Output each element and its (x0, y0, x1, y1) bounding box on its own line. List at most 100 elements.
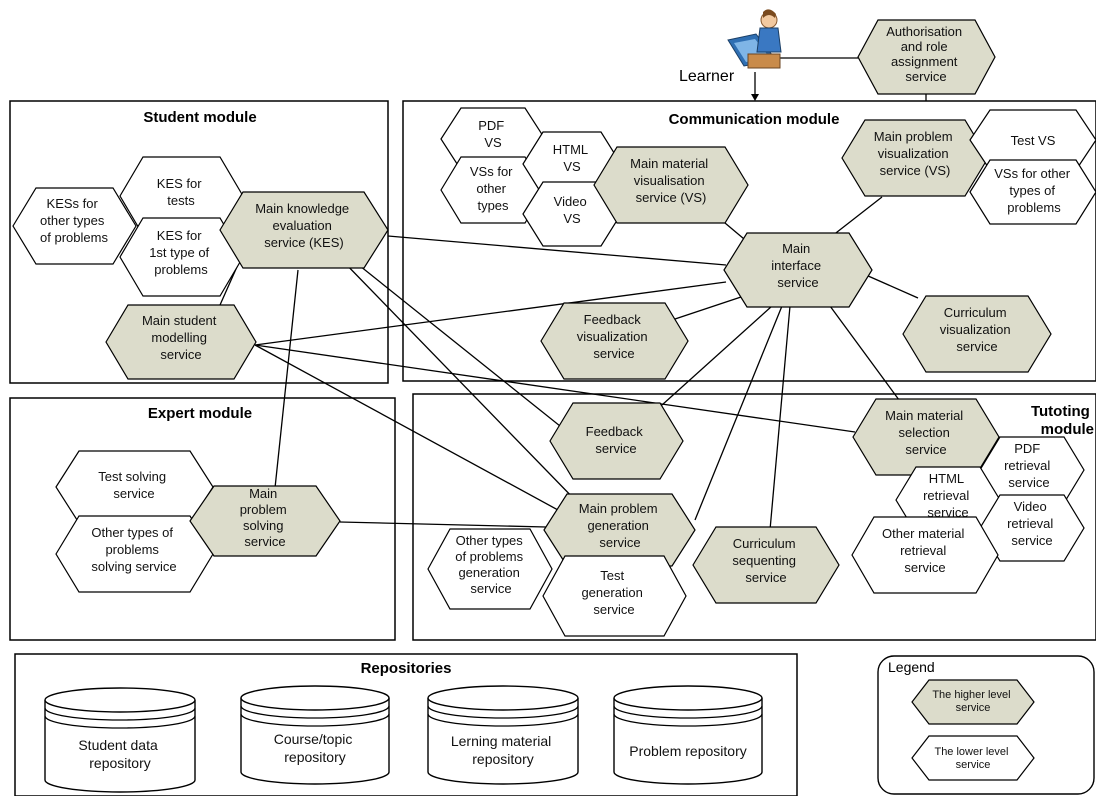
svg-text:Feedback visualization: Feedback visualization service (577, 312, 651, 361)
svg-text:HTML retrieval: HTML retrieval service (923, 471, 973, 520)
svg-text:HTML VS: HTML VS (553, 142, 592, 174)
repositories-module-box (14, 653, 798, 796)
svg-text:KES for tests: KES for tests (157, 176, 205, 208)
learner-arrowhead (751, 94, 759, 101)
video-vs-hex[interactable]: Video VS (522, 181, 622, 247)
auth-service-hex[interactable]: Authorisation and role assignment servic… (857, 19, 996, 95)
learning-material-repository[interactable]: Lerning material repository (427, 685, 579, 785)
tutoring-module-box (412, 393, 1096, 641)
svg-text:KESs for other types: KESs for other types of problems (40, 196, 108, 245)
main-material-vs-hex[interactable]: Main material visualisation service (VS) (593, 146, 749, 224)
svg-text:Test generation: Test generation service (581, 568, 646, 617)
svg-text:Student data repositor: Student data repository (78, 737, 161, 771)
main-kes-hex[interactable]: Main knowledge evaluation service (KES) (219, 191, 389, 269)
svg-text:Main material visualis: Main material visualisation service (VS) (630, 156, 712, 205)
edge-kes-problemgen (339, 257, 581, 506)
svg-text:Curriculum visualizati: Curriculum visualization service (940, 305, 1014, 354)
learner-icon (727, 9, 782, 69)
main-problem-vs-hex[interactable]: Main problem visualization service (VS) (841, 119, 989, 197)
pdf-vs-hex[interactable]: PDF VS (440, 107, 546, 171)
svg-text:Other types of problem: Other types of problems solving service (91, 525, 176, 574)
edge-kes-solving (274, 269, 299, 489)
main-interface-hex[interactable]: Main interface service (723, 232, 873, 308)
svg-text:Main problem generatio: Main problem generation service (579, 501, 661, 550)
expert-module-box (9, 397, 396, 641)
communication-module-title: Communication module (669, 111, 840, 128)
tutoring-module-title: Tutoting module (1031, 403, 1094, 438)
svg-text:Lerning material repos: Lerning material repository (451, 733, 555, 767)
svg-text:VSs for other: VSs for other types (470, 164, 516, 213)
svg-text:Main problem s: Main problem solving service (240, 486, 291, 549)
svg-text:PDF retrieval: PDF retrieval service (1004, 441, 1054, 490)
svg-text:Main problem visualiza: Main problem visualization service (VS) (874, 129, 956, 178)
repositories-module-title: Repositories (361, 660, 452, 677)
svg-text:The lower level servic: The lower level service (934, 746, 1011, 771)
svg-text:Other types of problem: Other types of problems generation servi… (455, 533, 527, 596)
kes-first-type-hex[interactable]: KES for 1st type of problems (119, 217, 244, 297)
svg-text:Test solving service: Test solving service (98, 469, 170, 501)
edge-interface-feedback (661, 305, 773, 406)
edge-kes-interface (387, 235, 727, 266)
pdf-retrieval-hex[interactable]: PDF retrieval service (979, 436, 1085, 504)
legend-lower-level: The lower level service (911, 735, 1035, 781)
feedback-service-hex[interactable]: Feedback service (549, 402, 684, 480)
vs-other-types-hex[interactable]: VSs for other types (440, 156, 546, 224)
edge-interface-problemgen (694, 305, 783, 521)
edge-studentmodel-interface (254, 281, 727, 346)
legend: Legend The higher level service The lowe… (877, 655, 1095, 795)
expert-module-title: Expert module (148, 405, 252, 422)
edge-solving-problemgen (339, 521, 547, 528)
other-problems-generation-hex[interactable]: Other types of problems generation servi… (427, 528, 553, 610)
svg-text:PDF VS: PDF VS (478, 118, 508, 150)
course-topic-repository[interactable]: Course/topic repository (240, 685, 390, 785)
feedback-visualization-hex[interactable]: Feedback visualization service (540, 302, 689, 380)
main-problem-generation-hex[interactable]: Main problem generation service (543, 493, 696, 567)
curriculum-sequencing-hex[interactable]: Curriculum sequenting service (692, 526, 840, 604)
main-material-selection-hex[interactable]: Main material selection service (852, 398, 1000, 476)
svg-text:Main material selectio: Main material selection service (885, 408, 967, 457)
edge-problemvs-interface (831, 196, 883, 237)
service-hexagons: Authorisation and role assignment servic… (12, 19, 1096, 637)
svg-text:The higher level servi: The higher level service (932, 689, 1013, 714)
legend-higher-level: The higher level service (911, 679, 1035, 725)
main-problem-solving-hex[interactable]: Main problem solving service (189, 485, 341, 557)
svg-text:Problem repository: Problem repository (629, 743, 747, 759)
video-retrieval-hex[interactable]: Video retrieval service (979, 494, 1085, 562)
kes-tests-hex[interactable]: KES for tests (119, 156, 244, 236)
vs-other-problems-hex[interactable]: VSs for other types of problems (969, 159, 1096, 225)
student-module-title: Student module (143, 109, 256, 126)
svg-text:Test VS: Test VS (1011, 133, 1056, 148)
legend-title: Legend (888, 659, 935, 675)
svg-text:Course/topic repositor: Course/topic repository (274, 731, 356, 765)
connection-lines (219, 57, 927, 531)
svg-text:Video VS: Video VS (554, 194, 591, 226)
other-problems-solving-hex[interactable]: Other types of problems solving service (55, 515, 214, 593)
svg-text:Other material retriev: Other material retrieval service (882, 526, 968, 575)
svg-text:Main knowledge evaluat: Main knowledge evaluation service (KES) (255, 201, 353, 250)
student-modelling-hex[interactable]: Main student modelling service (105, 304, 257, 380)
problem-repository[interactable]: Problem repository (613, 685, 763, 785)
other-material-retrieval-hex[interactable]: Other material retrieval service (851, 516, 999, 594)
edge-studentmodel-problemgen (254, 344, 581, 523)
edge-interface-feedbackvis (671, 293, 751, 321)
svg-text:KES for 1st type of: KES for 1st type of problems (149, 228, 213, 277)
curriculum-visualization-hex[interactable]: Curriculum visualization service (902, 295, 1052, 373)
svg-text:Curriculum sequenting: Curriculum sequenting service (732, 536, 799, 585)
repositories-group: Student data repository Course/topic rep… (44, 685, 763, 793)
edge-interface-curriculumseq (769, 305, 791, 531)
learner-label: Learner (679, 68, 735, 85)
svg-text:Video retrieval: Video retrieval service (1007, 499, 1057, 548)
svg-text:VSs for other types of: VSs for other types of problems (994, 166, 1074, 215)
kes-other-hex[interactable]: KESs for other types of problems (12, 187, 137, 265)
test-generation-hex[interactable]: Test generation service (542, 555, 687, 637)
student-data-repository[interactable]: Student data repository (44, 687, 196, 793)
edge-studentmodel-materialsel (254, 344, 856, 433)
test-solving-hex[interactable]: Test solving service (55, 450, 214, 524)
svg-text:Main interface: Main interface service (771, 241, 825, 290)
communication-module-box (402, 100, 1096, 382)
svg-text:Feedback service: Feedback service (586, 424, 647, 456)
svg-text:Authorisation and role: Authorisation and role assignment servic… (886, 24, 966, 84)
edge-interface-materialsel (829, 305, 903, 405)
svg-text:Main student modelling: Main student modelling service (142, 313, 220, 362)
